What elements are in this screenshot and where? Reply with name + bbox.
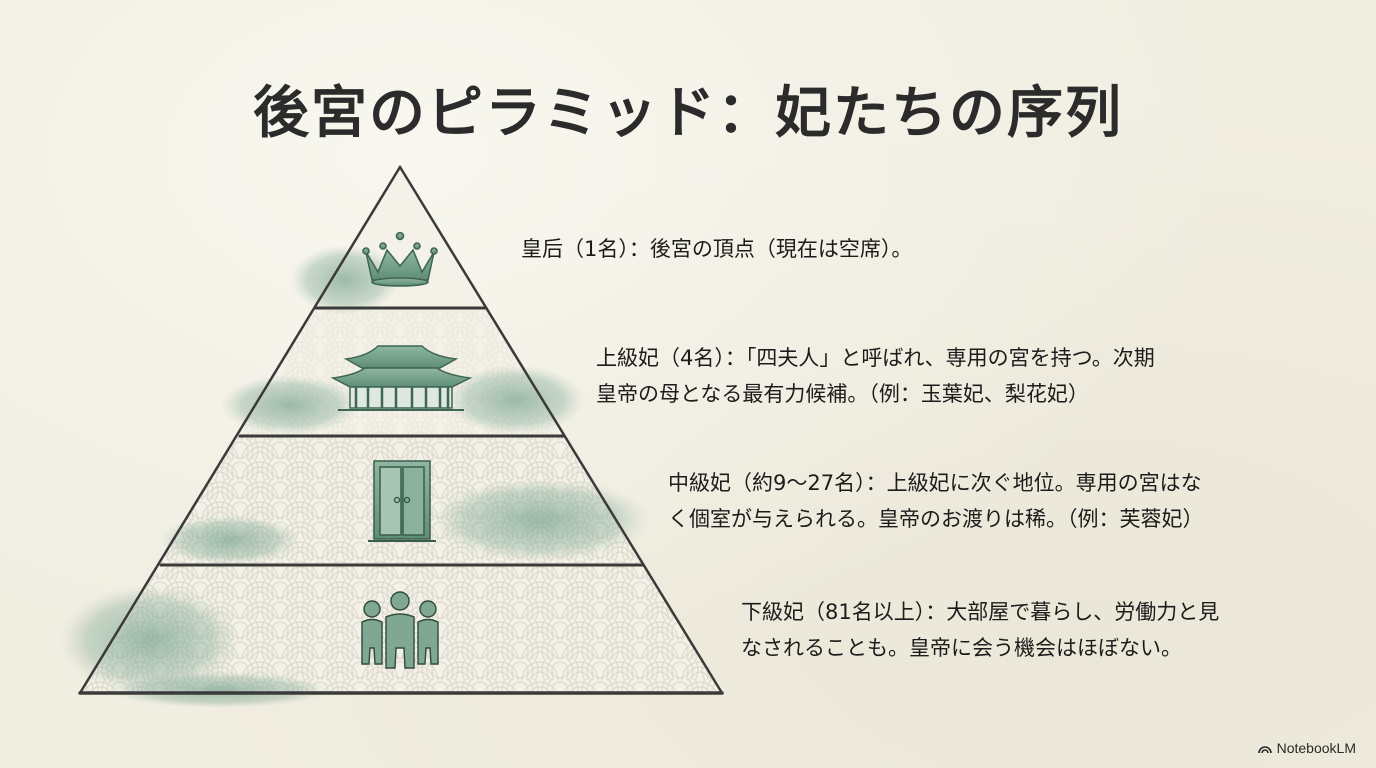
brand-label: NotebookLM: [1276, 740, 1356, 756]
tier-1-line-1: 皇后（1名）：後宮の頂点（現在は空席）。: [521, 237, 913, 261]
door-icon: [368, 460, 436, 542]
tier-2-line-2: 皇帝の母となる最有力候補。（例：玉葉妃、梨花妃）: [596, 382, 1089, 406]
tier-3-line-1: 中級妃（約9〜27名）：上級妃に次ぐ地位。専用の宮はな: [668, 471, 1202, 495]
tier-3-line-2: く個室が与えられる。皇帝のお渡りは稀。（例：芙蓉妃）: [668, 507, 1204, 531]
tier-2-line-1: 上級妃（4名）：「四夫人」と呼ばれ、専用の宮を持つ。次期: [596, 346, 1155, 370]
tier-3-description: 中級妃（約9〜27名）：上級妃に次ぐ地位。専用の宮はな く個室が与えられる。皇帝…: [668, 465, 1204, 537]
tier-4-line-2: なされることも。皇帝に会う機会はほぼない。: [741, 636, 1182, 660]
people-icon: [361, 591, 439, 669]
page-title: 後宮のピラミッド：妃たちの序列: [253, 80, 1123, 146]
crown-icon: [362, 231, 438, 287]
tier-4-description: 下級妃（81名以上）：大部屋で暮らし、労働力と見 なされることも。皇帝に会う機会…: [741, 594, 1219, 666]
tier-4-line-1: 下級妃（81名以上）：大部屋で暮らし、労働力と見: [741, 600, 1220, 624]
tier-2-description: 上級妃（4名）：「四夫人」と呼ばれ、専用の宮を持つ。次期 皇帝の母となる最有力候…: [596, 340, 1155, 412]
palace-icon: [330, 345, 473, 411]
notebooklm-watermark: NotebookLM: [1257, 740, 1356, 756]
tier-1-description: 皇后（1名）：後宮の頂点（現在は空席）。: [521, 231, 912, 267]
notebooklm-logo-icon: [1257, 745, 1272, 753]
